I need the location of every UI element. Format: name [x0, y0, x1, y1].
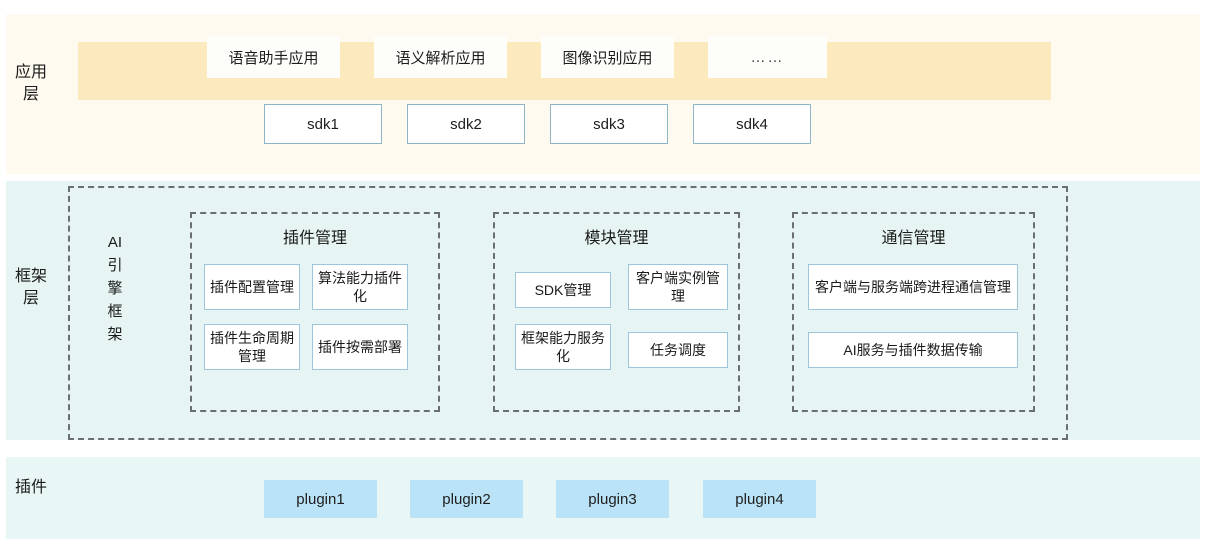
group-communication-management — [792, 212, 1035, 412]
item-ai-service-plugin-data-transfer: AI服务与插件数据传输 — [808, 332, 1018, 368]
item-sdk-management: SDK管理 — [515, 272, 611, 308]
plugin-box-plugin2: plugin2 — [410, 480, 523, 518]
item-algorithm-capability-pluginization: 算法能力插件化 — [312, 264, 408, 310]
framework-layer-label: 框架层 — [14, 268, 47, 307]
sdk-box-sdk4: sdk4 — [693, 104, 811, 144]
application-box-semantic-parsing: 语义解析应用 — [374, 36, 507, 78]
sdk-box-sdk3: sdk3 — [550, 104, 668, 144]
item-framework-capability-servitization: 框架能力服务化 — [515, 324, 611, 370]
group-module-management — [493, 212, 740, 412]
plugin-box-plugin1: plugin1 — [264, 480, 377, 518]
application-box-ellipsis: …… — [708, 36, 827, 78]
ai-engine-framework-container — [68, 186, 1068, 440]
item-plugin-config-management: 插件配置管理 — [204, 264, 300, 310]
application-box-voice-assistant: 语音助手应用 — [207, 36, 340, 78]
ai-engine-framework-title: AI引擎框架 — [107, 234, 123, 343]
sdk-box-sdk2: sdk2 — [407, 104, 525, 144]
item-plugin-on-demand-deployment: 插件按需部署 — [312, 324, 408, 370]
plugin-layer-label: 插件 — [14, 479, 47, 496]
item-client-instance-management: 客户端实例管理 — [628, 264, 728, 310]
group-title-communication-management: 通信管理 — [881, 230, 946, 247]
plugin-box-plugin3: plugin3 — [556, 480, 669, 518]
group-plugin-management — [190, 212, 440, 412]
application-layer-label: 应用层 — [14, 64, 47, 103]
item-task-scheduling: 任务调度 — [628, 332, 728, 368]
item-plugin-lifecycle-management: 插件生命周期管理 — [204, 324, 300, 370]
plugin-box-plugin4: plugin4 — [703, 480, 816, 518]
framework-layer-band — [6, 181, 1200, 440]
sdk-box-sdk1: sdk1 — [264, 104, 382, 144]
group-title-module-management: 模块管理 — [584, 230, 649, 247]
item-client-server-ipc-management: 客户端与服务端跨进程通信管理 — [808, 264, 1018, 310]
application-box-image-recognition: 图像识别应用 — [541, 36, 674, 78]
group-title-plugin-management: 插件管理 — [282, 230, 347, 247]
